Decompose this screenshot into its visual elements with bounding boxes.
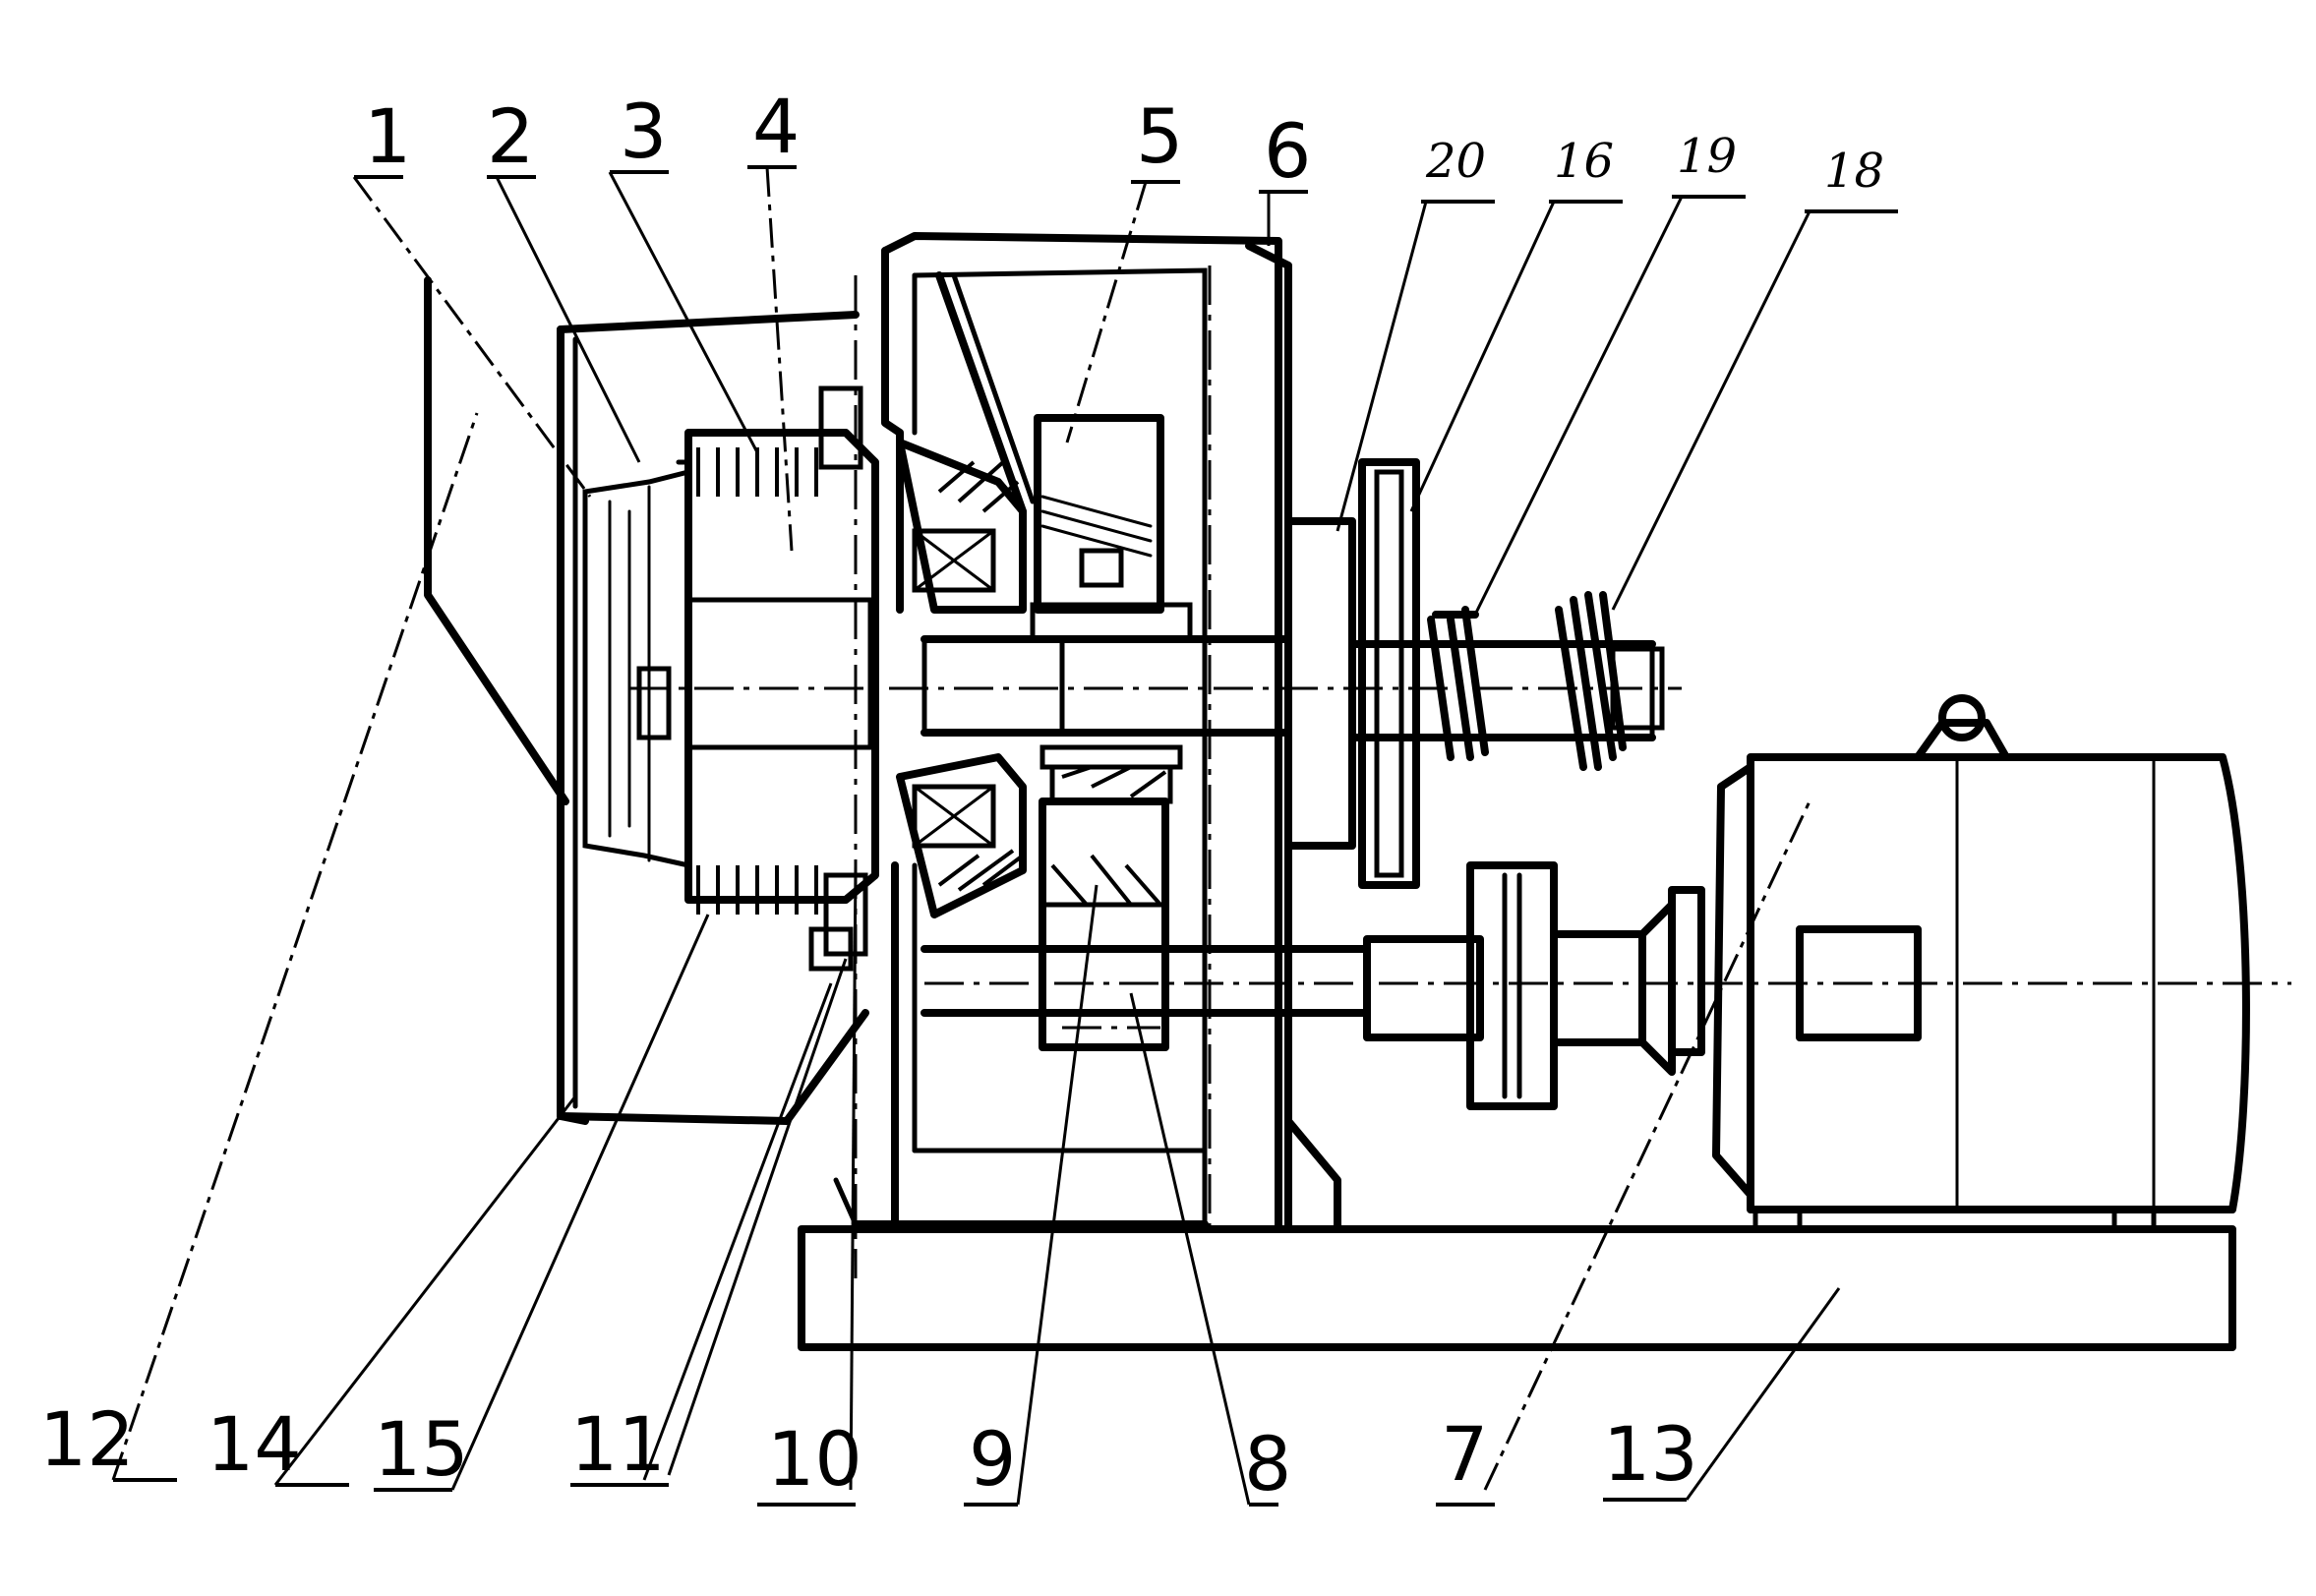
base-plate [802,1229,2232,1347]
label-14: 14 [207,1400,302,1488]
label-8: 8 [1244,1420,1291,1507]
label-9: 9 [969,1415,1016,1503]
label-19: 19 [1677,129,1737,184]
electric-motor [1716,698,2246,1229]
label-15: 15 [374,1405,469,1493]
label-2: 2 [487,92,534,180]
label-18: 18 [1824,144,1884,199]
label-4: 4 [752,83,800,170]
label-10: 10 [767,1415,862,1503]
label-16: 16 [1554,134,1614,189]
label-6: 6 [1264,107,1311,195]
bowl-housing [428,280,865,1121]
rotor-drum [679,388,875,969]
pulley [1362,462,1416,885]
label-12: 12 [39,1395,135,1483]
label-5: 5 [1136,92,1183,180]
label-11: 11 [570,1400,666,1488]
label-3: 3 [620,88,667,175]
label-underlines [113,167,1898,1505]
label-1: 1 [364,92,411,180]
label-7: 7 [1441,1410,1488,1498]
label-20: 20 [1425,134,1486,189]
label-13: 13 [1603,1410,1698,1498]
